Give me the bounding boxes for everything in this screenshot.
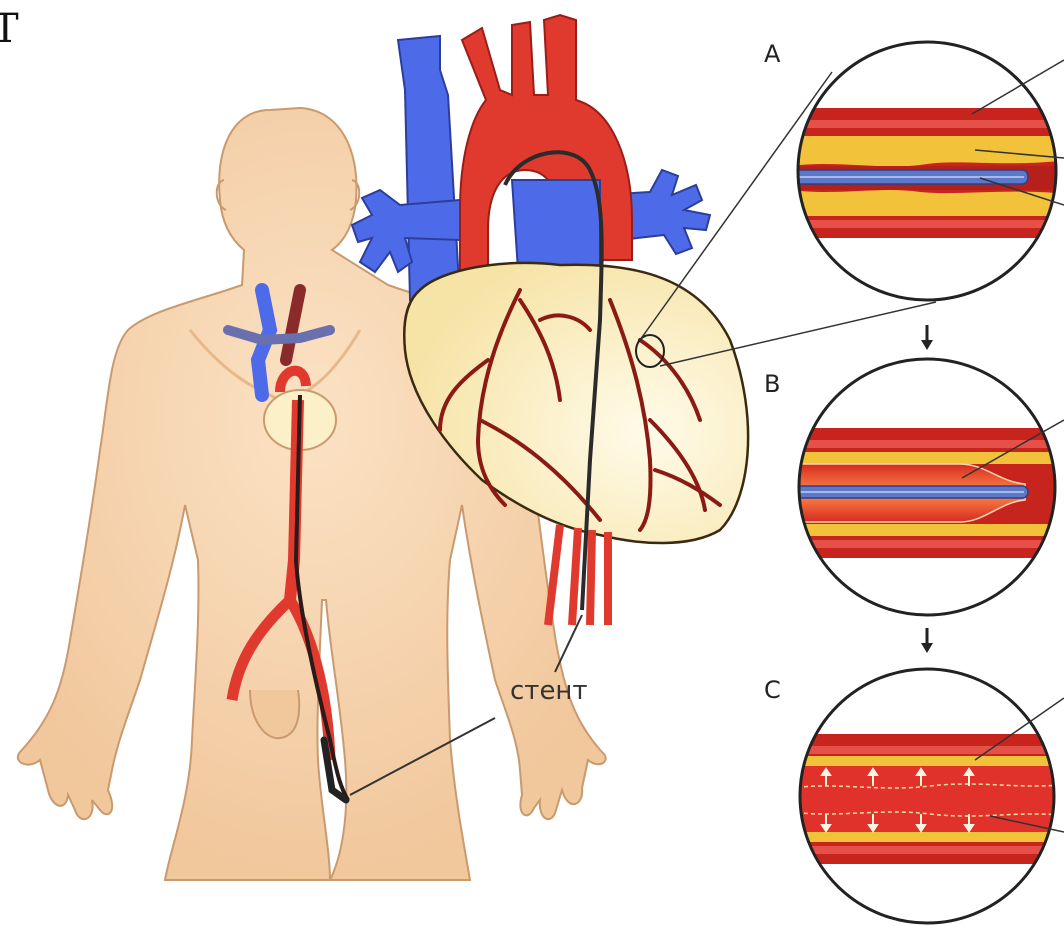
panel-a-plaque-top: [790, 136, 1064, 166]
panel-c: C: [764, 665, 1064, 926]
panel-a: A: [764, 40, 1064, 310]
panel-c-label: C: [764, 676, 781, 704]
corner-glyph: Т: [0, 6, 19, 52]
panel-b-label: B: [764, 370, 780, 398]
arrow-b-to-c-head: [921, 643, 933, 653]
panel-b: B: [764, 355, 1064, 625]
femoral-vessels-under-heart: [548, 525, 608, 625]
panel-a-plaque-bottom: [790, 190, 1064, 216]
arrow-a-to-b-head: [921, 340, 933, 350]
panel-a-label: A: [764, 40, 781, 68]
stent-label: стент: [510, 676, 588, 706]
